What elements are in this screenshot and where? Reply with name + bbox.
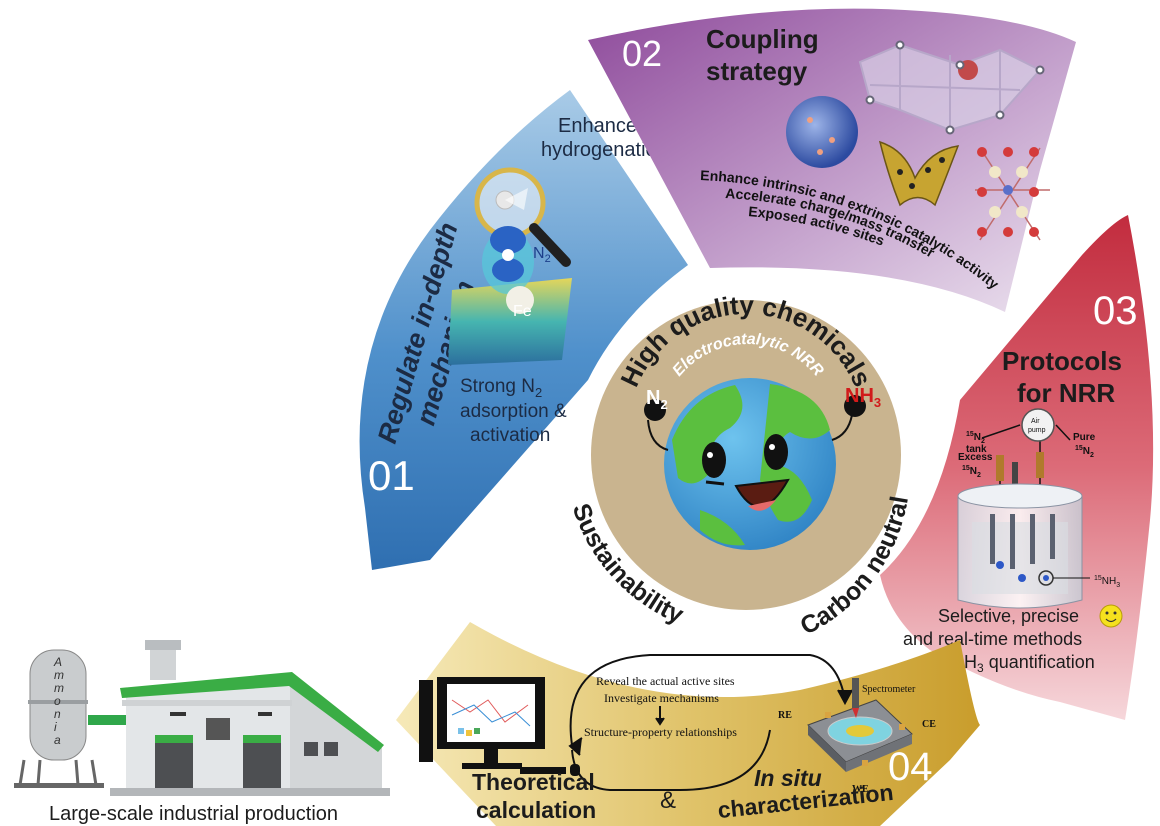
section-01-number: 01: [368, 452, 415, 499]
section-02-title-line2: strategy: [706, 56, 808, 86]
section-03-panel: 03 Protocols for NRR 15N2 ta: [880, 215, 1154, 720]
ammonia-tank-letter: a: [54, 733, 61, 747]
ammonia-tank-letter: m: [54, 668, 64, 682]
smiling-earth-illustration: [644, 378, 866, 550]
theoretical-calculation-line1: Theoretical: [472, 769, 595, 795]
section-03-title-line2: for NRR: [1017, 378, 1115, 408]
in-situ-cell-illustration: [807, 678, 913, 772]
fe-label: Fe: [513, 303, 532, 320]
catalyst-surface-illustration: [448, 226, 572, 365]
section-02-panel: 02 Coupling strategy: [588, 8, 1076, 312]
factory-roof: [120, 672, 384, 752]
excess-n2-label: 15N2: [962, 465, 981, 479]
theoretical-calculation-line2: calculation: [476, 797, 596, 823]
section-03-number: 03: [1093, 289, 1138, 333]
reveal-active-sites: Reveal the actual active sites: [596, 674, 735, 688]
strong-adsorption-line1: Strong N2: [460, 376, 542, 400]
section-01-panel: 01 Regulate in-depth mechanism Enhanced …: [359, 90, 688, 570]
air-pump-icon: [1021, 408, 1055, 442]
re-label: RE: [778, 710, 792, 721]
nanosphere-illustration: [786, 96, 858, 168]
section-04-background: [396, 622, 980, 826]
lattice-structure-illustration: [858, 40, 1045, 135]
enhanced-hydrogenation-line1: Enhanced: [558, 115, 648, 137]
section-02-title-line1: Coupling: [706, 24, 819, 54]
smiley-icon: [1099, 604, 1123, 628]
center-nh3-label: NH3: [845, 385, 881, 410]
enhanced-hydrogenation-line2: hydrogenation: [541, 139, 668, 161]
center-n2-label: N2: [646, 387, 668, 412]
center-ring: High quality chemicals Electrocatalytic …: [567, 290, 914, 641]
protocol-description-line2: and real-time methods: [903, 629, 1082, 649]
excess-n2-word: Excess: [958, 452, 993, 463]
ammonia-tank-letter: o: [54, 694, 61, 708]
nrr-protocol-apparatus: [957, 408, 1090, 609]
magnifier-icon: [474, 167, 571, 267]
air-pump-label-line2: pump: [1028, 427, 1046, 434]
structure-property-relationships: Structure-property relationships: [584, 725, 737, 739]
n2-tank-label: 15N2: [966, 431, 985, 445]
ammonia-tank-icon: [14, 649, 104, 788]
cycle-arrows: [568, 654, 853, 791]
protocol-description-line1: Selective, precise: [938, 606, 1079, 626]
section-02-number: 02: [622, 33, 662, 74]
n2-tank-word: tank: [966, 444, 987, 455]
crystal-lattice-illustration: [975, 147, 1050, 241]
computer-icon: [419, 677, 580, 776]
ammonia-tank-letter: A: [53, 655, 62, 669]
investigate-mechanisms: Investigate mechanisms: [604, 691, 719, 705]
pure-n2-label: 15N2: [1075, 445, 1094, 459]
nh3-product-label: 15NH3: [1094, 575, 1120, 589]
n2-label: N2: [533, 245, 551, 265]
strong-adsorption-line3: activation: [470, 425, 550, 446]
factory-caption: Large-scale industrial production: [49, 803, 338, 825]
spectrometer-label: Spectrometer: [862, 684, 916, 695]
ammonia-tank-letter: i: [54, 720, 57, 734]
section-04-number: 04: [888, 745, 933, 789]
section-04-panel: 04 Reveal the actual active sites Invest…: [396, 622, 980, 826]
pure-n2-word: Pure: [1073, 432, 1096, 443]
strong-adsorption-line2: adsorption &: [460, 401, 567, 422]
we-label: WE: [852, 784, 869, 795]
ampersand: &: [660, 787, 676, 814]
air-pump-label-line1: Air: [1031, 418, 1040, 425]
section-03-title-line1: Protocols: [1002, 346, 1122, 376]
in-situ-characterization-line1: In situ: [754, 765, 822, 791]
ammonia-tank-letter: n: [54, 707, 61, 721]
ce-label: CE: [922, 719, 936, 730]
ammonia-tank-letter: m: [54, 681, 64, 695]
nanosheet-illustration: [878, 140, 960, 207]
